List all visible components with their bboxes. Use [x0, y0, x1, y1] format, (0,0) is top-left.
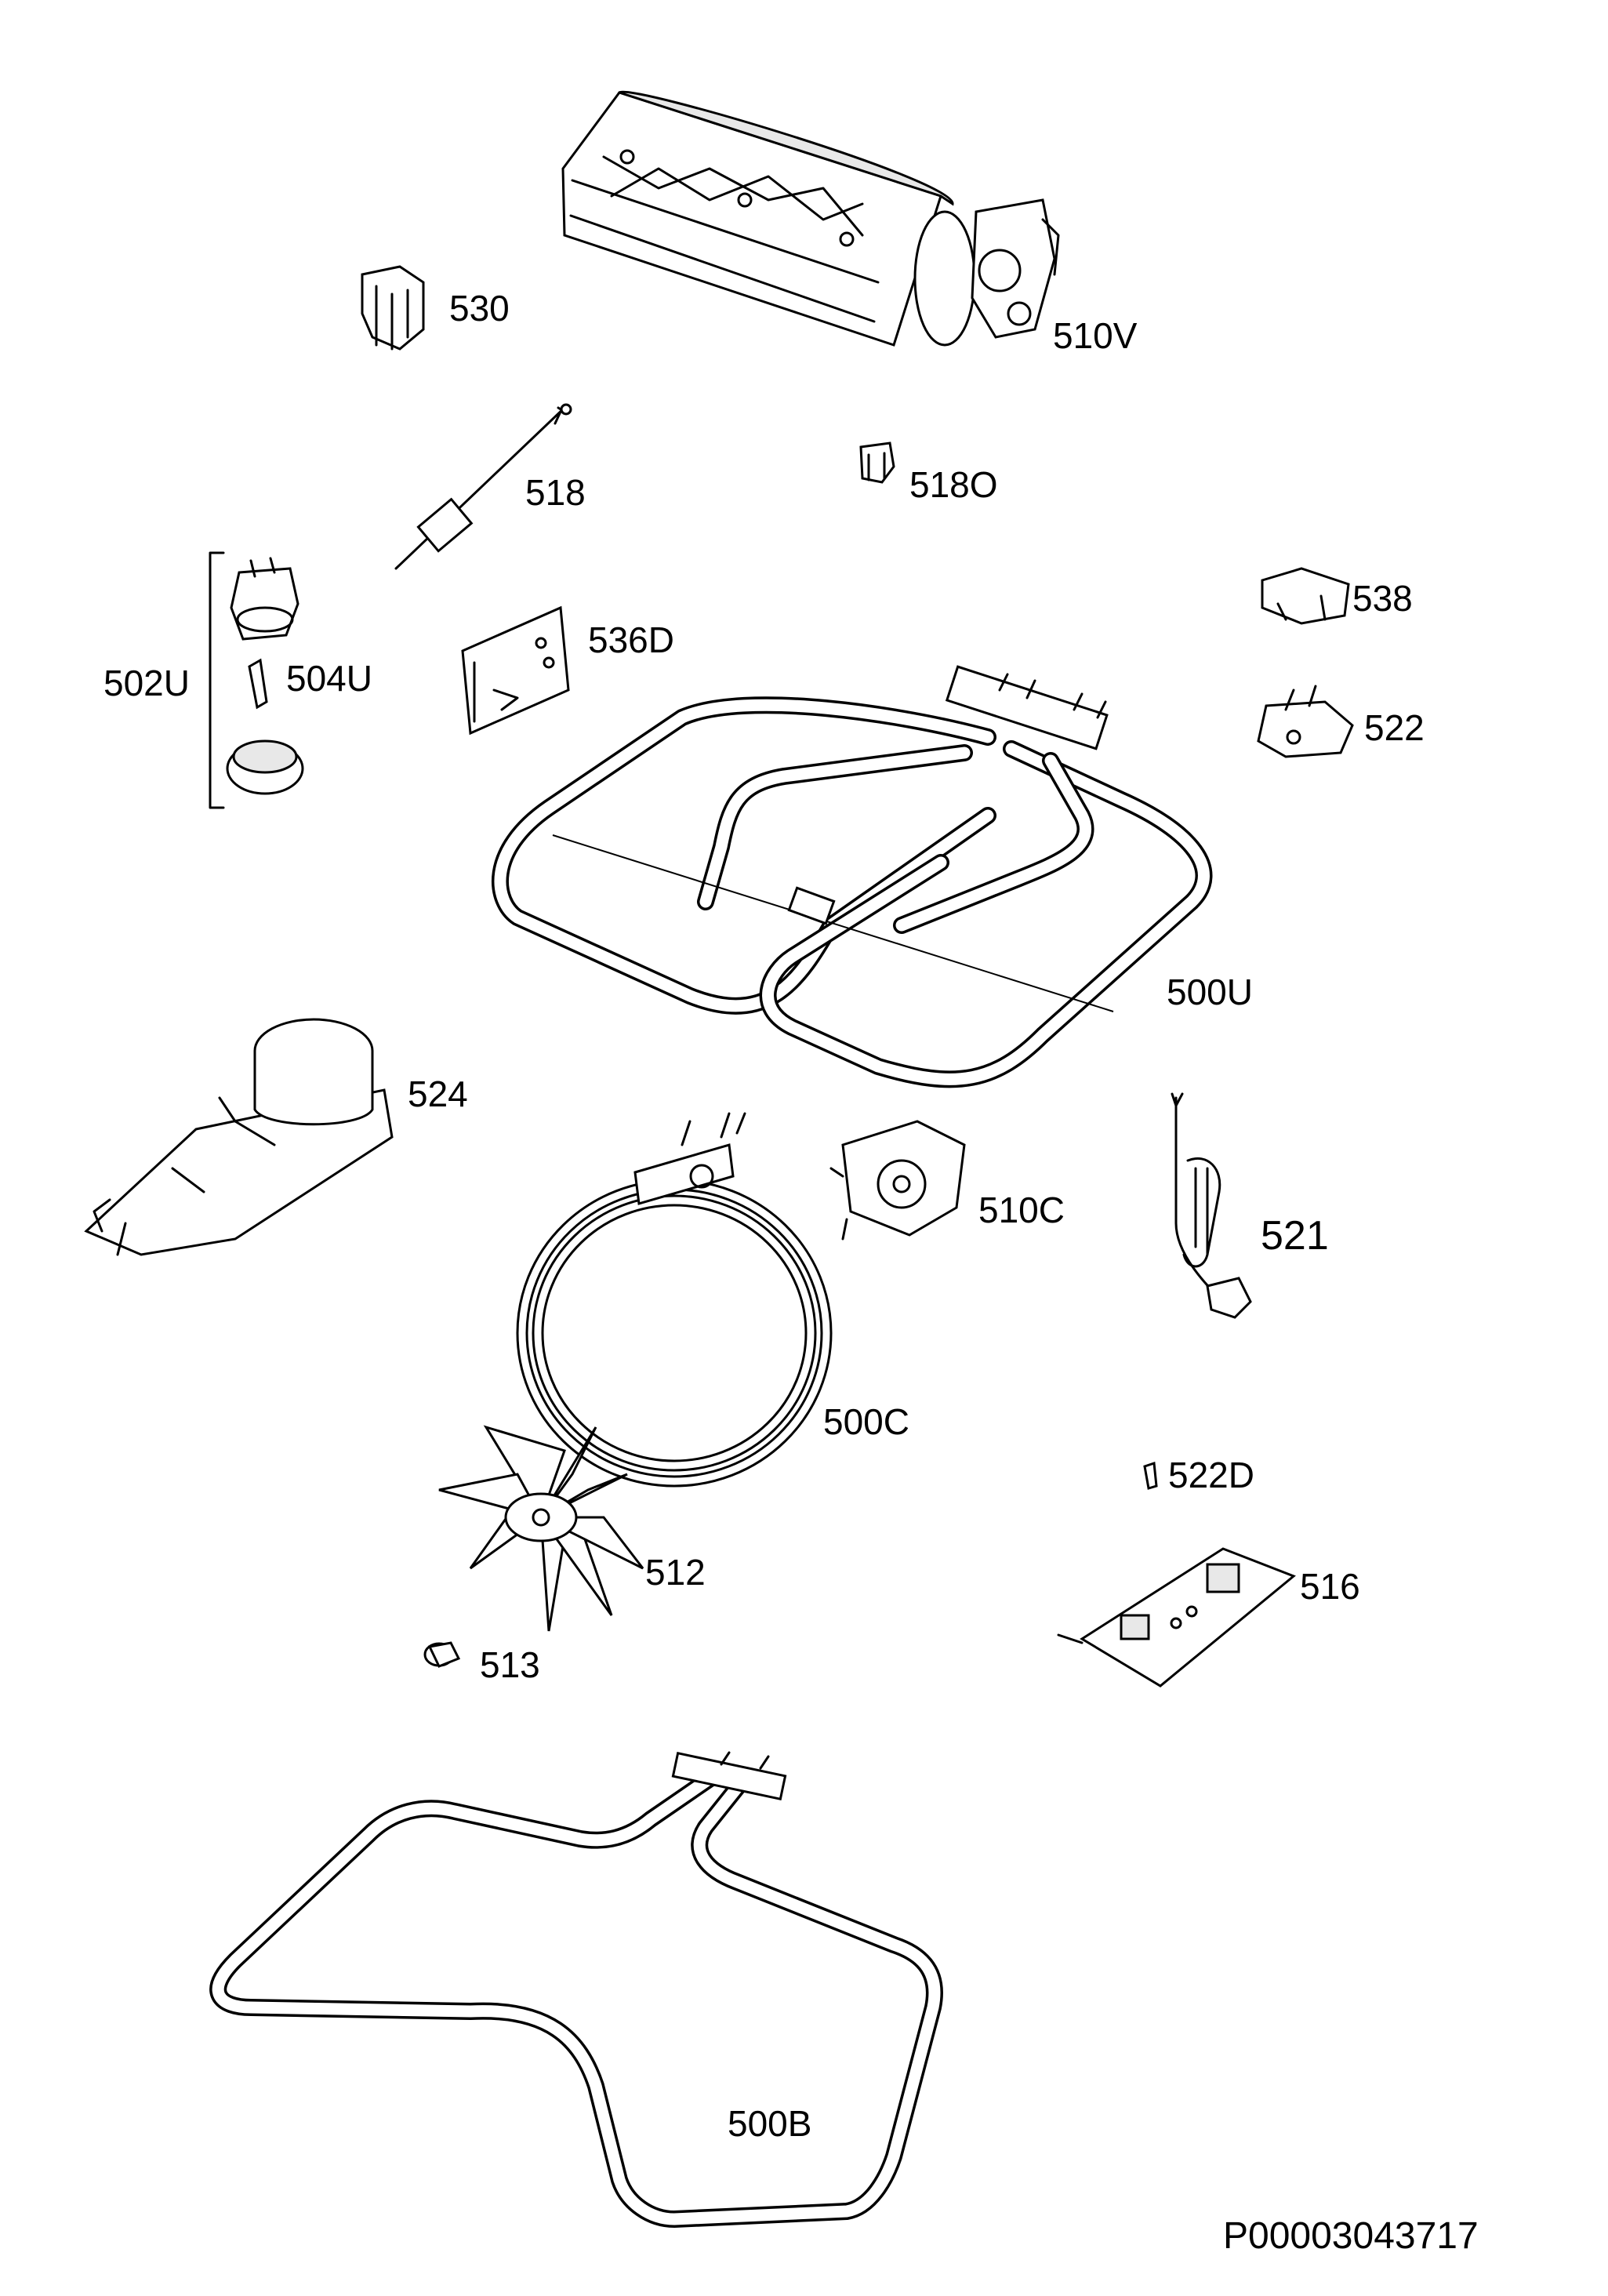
- label-522: 522: [1364, 707, 1425, 748]
- label-510C: 510C: [978, 1190, 1065, 1230]
- part-504U-drawing: [226, 557, 304, 795]
- part-513-drawing: [423, 1641, 461, 1668]
- label-516: 516: [1300, 1566, 1360, 1607]
- label-536D: 536D: [588, 619, 674, 660]
- label-500C: 500C: [823, 1401, 909, 1442]
- part-524-drawing: [84, 1018, 394, 1256]
- part-500B-drawing: [209, 1751, 943, 2228]
- part-521-drawing: [1171, 1092, 1252, 1319]
- label-524: 524: [408, 1074, 468, 1114]
- part-530-drawing: [361, 265, 425, 351]
- drawing-code: P00003043717: [1223, 2215, 1479, 2257]
- label-500U: 500U: [1167, 972, 1253, 1012]
- label-538: 538: [1352, 578, 1413, 619]
- part-522-drawing: [1257, 685, 1354, 758]
- part-512-drawing: [438, 1425, 644, 1632]
- part-522D-drawing: [1143, 1461, 1158, 1490]
- label-512: 512: [645, 1552, 706, 1593]
- label-504U: 504U: [286, 658, 372, 699]
- part-536D-drawing: [461, 605, 570, 736]
- label-502U: 502U: [103, 663, 190, 703]
- label-521: 521: [1261, 1213, 1329, 1259]
- part-538-drawing: [1261, 567, 1350, 625]
- part-518O-drawing: [859, 441, 895, 484]
- part-510C-drawing: [829, 1120, 966, 1241]
- part-516-drawing: [1057, 1547, 1296, 1687]
- label-518O: 518O: [909, 464, 998, 505]
- label-500B: 500B: [728, 2103, 812, 2144]
- label-522D: 522D: [1168, 1455, 1254, 1495]
- label-510V: 510V: [1053, 315, 1138, 356]
- part-500U-drawing: [492, 665, 1213, 1088]
- label-518: 518: [525, 472, 586, 513]
- part-518-drawing: [394, 403, 572, 570]
- label-513: 513: [480, 1644, 540, 1685]
- part-510V-drawing: [561, 90, 1060, 347]
- part-502U-bracket: [209, 551, 225, 809]
- part-500C-drawing: [516, 1112, 833, 1488]
- label-530: 530: [449, 288, 510, 329]
